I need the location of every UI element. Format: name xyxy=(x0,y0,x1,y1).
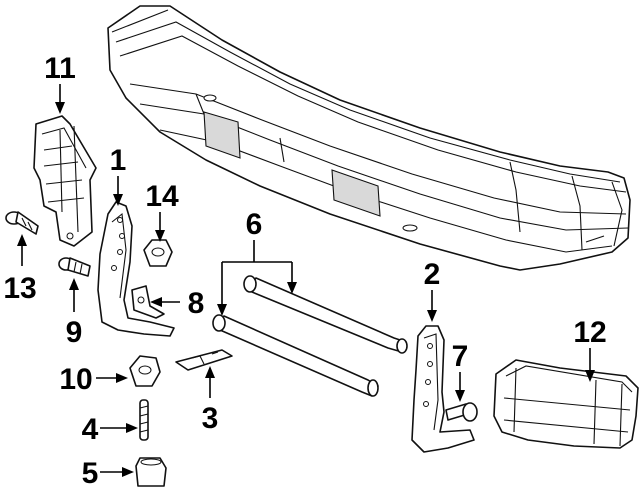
part-3-plate-clip xyxy=(175,349,233,371)
callout-8: 8 xyxy=(188,287,205,320)
part-4-stud xyxy=(139,399,149,441)
callout-13: 13 xyxy=(3,272,36,305)
callout-5: 5 xyxy=(82,457,99,490)
arrowhead-6a xyxy=(217,304,227,316)
part-1-mount-bracket xyxy=(97,201,175,337)
part-9-bolt xyxy=(58,257,91,277)
callout-12: 12 xyxy=(573,316,606,349)
part-6-brace-rods xyxy=(212,275,408,397)
part-10-nut xyxy=(129,355,161,387)
arrowhead-10 xyxy=(116,373,128,383)
arrowhead-6b xyxy=(287,282,297,294)
part-2-mount-bracket xyxy=(411,325,475,453)
arrowhead-5 xyxy=(122,467,134,477)
arrowhead-14 xyxy=(155,230,165,242)
callout-4: 4 xyxy=(82,413,99,446)
part-8-clip xyxy=(131,285,165,319)
callout-9: 9 xyxy=(66,316,83,349)
part-13-bolt xyxy=(5,211,39,235)
part-7-bolt xyxy=(445,402,478,422)
arrowhead-8 xyxy=(150,297,162,307)
bumper-face-bar xyxy=(107,5,631,271)
callout-6: 6 xyxy=(246,208,263,241)
callout-11: 11 xyxy=(44,52,76,85)
arrowhead-1 xyxy=(113,194,123,206)
arrowhead-12 xyxy=(585,370,595,382)
arrowhead-7 xyxy=(455,390,465,402)
callout-labels: 11 13 1 14 9 8 6 10 3 4 5 2 7 12 xyxy=(3,52,606,490)
callout-3: 3 xyxy=(202,402,219,435)
arrowhead-4 xyxy=(126,423,138,433)
leader-lines xyxy=(17,84,595,477)
part-5-spacer xyxy=(135,457,167,487)
arrowhead-9 xyxy=(69,278,79,290)
callout-14: 14 xyxy=(145,180,179,213)
arrowhead-3 xyxy=(205,366,215,378)
arrowhead-2 xyxy=(427,310,437,322)
part-11-guard-bracket xyxy=(33,115,97,247)
callout-1: 1 xyxy=(110,144,127,177)
callout-10: 10 xyxy=(59,363,92,396)
arrowhead-11 xyxy=(55,102,65,114)
part-14-nut xyxy=(143,239,173,267)
callout-7: 7 xyxy=(452,340,469,373)
callout-2: 2 xyxy=(424,258,441,291)
arrowhead-13 xyxy=(17,234,27,246)
part-12-guard xyxy=(493,359,639,449)
